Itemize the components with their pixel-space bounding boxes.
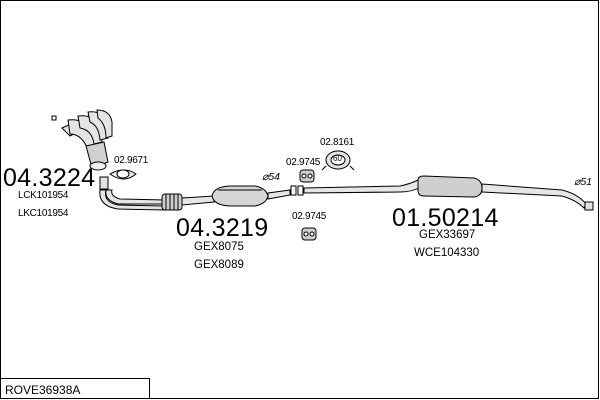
pipe-connector-icon	[99, 176, 109, 190]
part-number-silencer: 01.50214	[392, 204, 499, 232]
mid-pipe-icon	[303, 179, 422, 194]
part-number-mounting-ring: 02.8161	[320, 137, 355, 148]
flex-pipe-icon	[161, 193, 183, 211]
clamp-size-label: 60	[333, 154, 342, 163]
front-pipe-icon	[99, 189, 166, 211]
catalytic-converter-icon	[211, 185, 291, 207]
mounting-ring-icon	[321, 150, 355, 171]
intermediate-pipe-icon	[181, 195, 215, 206]
exhaust-manifold-icon	[61, 109, 113, 171]
flange-joint-icon	[290, 185, 304, 196]
pipe-diameter-label: ⌀51	[574, 176, 593, 188]
part-number-gasket: 02.9671	[114, 155, 149, 166]
reference-code: ROVE36938A	[5, 383, 81, 397]
part-number-hanger: 02.9745	[292, 211, 327, 222]
rubber-hanger-icon	[299, 169, 315, 183]
oem-code: LKC101954	[18, 208, 69, 219]
part-number-hanger: 02.9745	[286, 157, 321, 168]
oem-code: LCK101954	[18, 190, 69, 201]
part-number-catalyst: 04.3219	[176, 214, 269, 242]
bolt-marker-icon	[51, 115, 57, 121]
oem-code: GEX8075	[194, 241, 244, 253]
oem-code: GEX33697	[419, 229, 476, 241]
pipe-diameter-label: ⌀54	[262, 171, 281, 183]
part-number-manifold: 04.3224	[3, 164, 96, 192]
oem-code: WCE104330	[414, 247, 480, 259]
rear-silencer-icon	[417, 175, 594, 211]
gasket-icon	[109, 169, 137, 180]
oem-code: GEX8089	[194, 259, 244, 271]
rubber-hanger-icon	[301, 227, 317, 241]
reference-box: ROVE36938A	[0, 378, 150, 399]
